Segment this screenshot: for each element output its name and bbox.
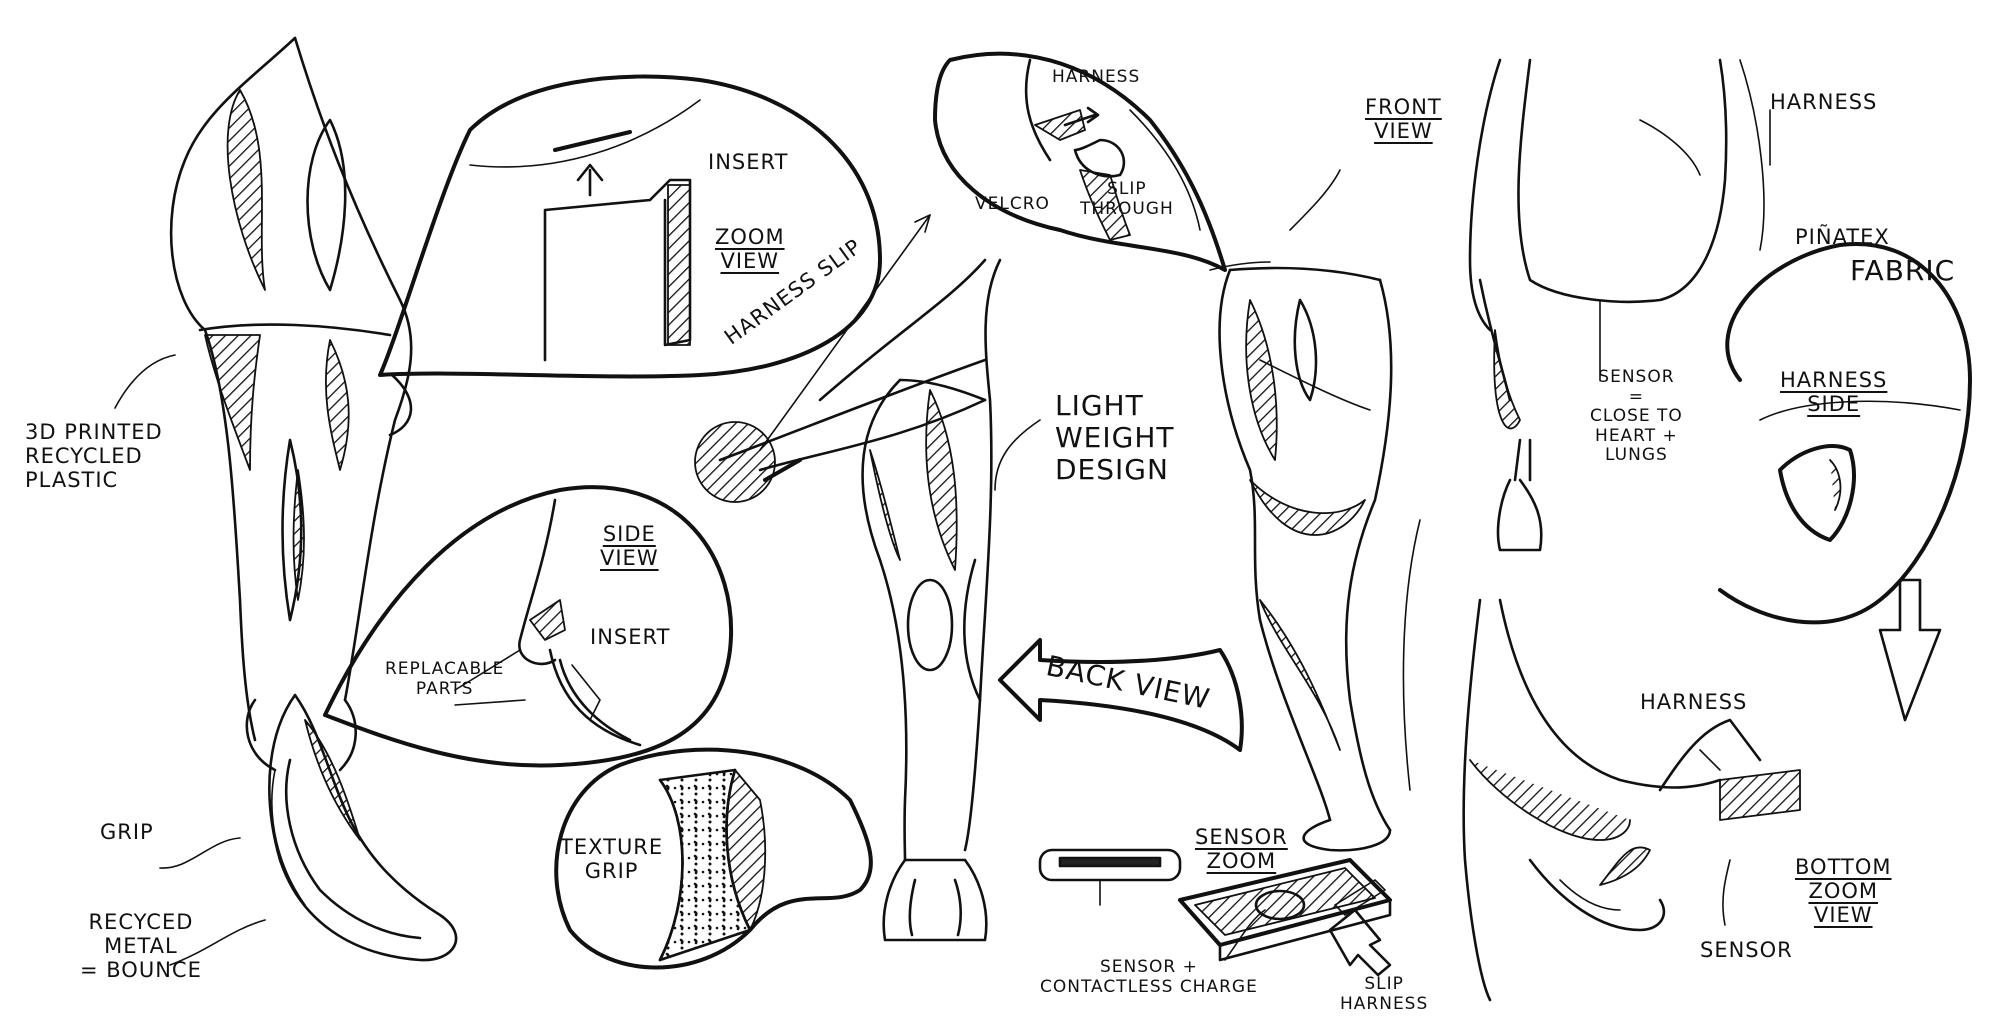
label-replaceable-parts: REPLACABLE PARTS — [385, 660, 504, 699]
front-harness-sketch — [1470, 60, 1764, 550]
label-bottom-zoom-view: BOTTOM ZOOM VIEW — [1795, 855, 1892, 927]
label-harness-right: HARNESS — [1770, 90, 1877, 114]
label-velcro: VELCRO — [975, 195, 1050, 215]
sensor-zoom-device — [1180, 860, 1390, 960]
label-slip-through: SLIP THROUGH — [1080, 180, 1174, 219]
label-front-view: FRONT VIEW — [1365, 95, 1442, 143]
label-fabric: FABRIC — [1850, 255, 1955, 287]
label-harness-side: HARNESS SIDE — [1780, 368, 1887, 416]
label-recycled-plastic: 3D PRINTED RECYCLED PLASTIC — [25, 420, 163, 492]
insert-zoom-bubble — [380, 77, 880, 377]
label-sensor-contactless: SENSOR + CONTACTLESS CHARGE — [1040, 958, 1258, 997]
label-sensor-heart: SENSOR = CLOSE TO HEART + LUNGS — [1590, 368, 1683, 466]
sensor-pad-sketch — [1040, 850, 1180, 880]
left-leg-sketch — [171, 38, 456, 960]
label-texture-grip: TEXTURE GRIP — [560, 835, 663, 883]
slip-harness-arrow — [1330, 910, 1390, 975]
label-slip-harness: SLIP HARNESS — [1340, 975, 1428, 1014]
label-zoom-view-1: ZOOM VIEW — [715, 225, 785, 273]
label-harness-top: HARNESS — [1052, 68, 1140, 88]
label-harness-bottom: HARNESS — [1640, 690, 1747, 714]
label-recycled-metal: RECYCED METAL = BOUNCE — [80, 910, 202, 982]
label-insert-top: INSERT — [708, 150, 788, 174]
label-side-view: SIDE VIEW — [600, 522, 659, 570]
label-pinatex: PIÑATEX — [1795, 225, 1890, 249]
label-sensor-zoom: SENSOR ZOOM — [1195, 825, 1288, 873]
label-insert-side: INSERT — [590, 625, 670, 649]
label-grip: GRIP — [100, 820, 154, 844]
harness-side-view — [1720, 244, 1970, 720]
label-light-weight-design: LIGHT WEIGHT DESIGN — [1055, 390, 1175, 487]
label-sensor-bottom: SENSOR — [1700, 938, 1793, 962]
